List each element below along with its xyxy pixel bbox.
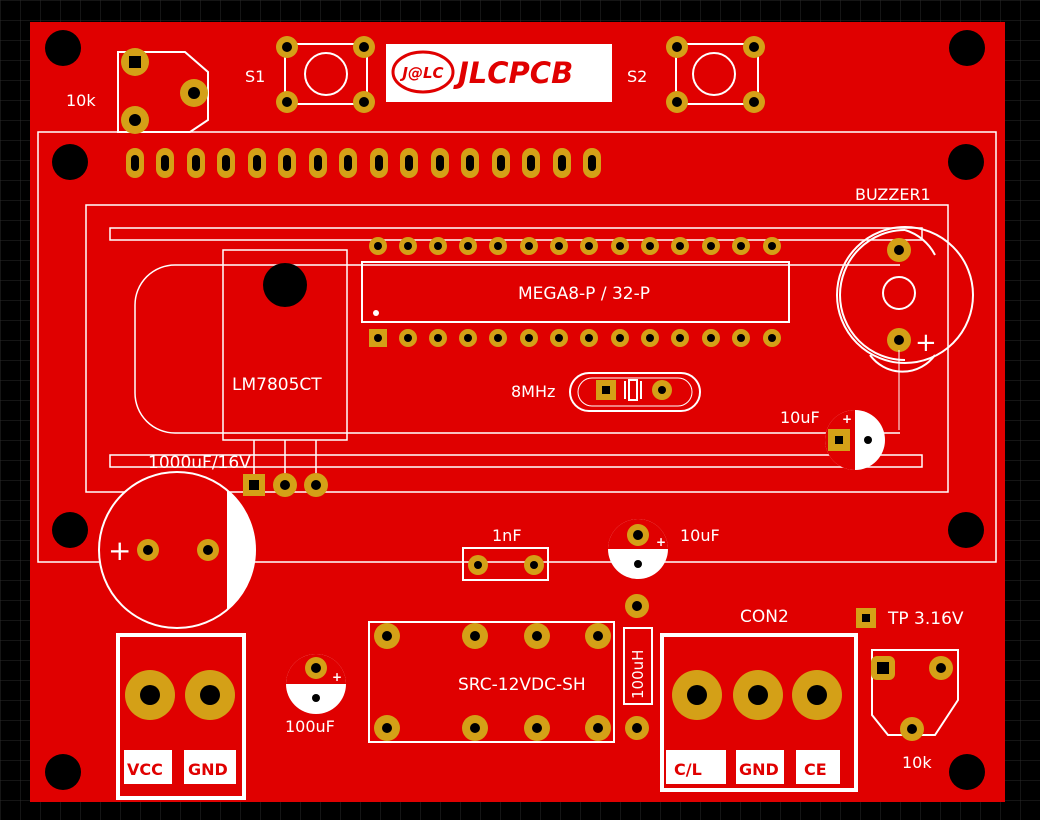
- inductor-label: 100uH: [629, 650, 647, 699]
- mcu-footprint: [361, 261, 790, 323]
- relay-label: SRC-12VDC-SH: [458, 675, 586, 695]
- logo-mark: J@LC: [399, 64, 443, 82]
- switch-s2: [666, 36, 765, 113]
- svg-text:+: +: [656, 535, 666, 549]
- mounting-holes: [45, 30, 985, 790]
- lcd-header-pads: [126, 148, 601, 178]
- relay-footprint: [368, 621, 615, 743]
- logo-text: JLCPCB: [453, 56, 573, 90]
- cap-1nf-label: 1nF: [492, 526, 522, 545]
- switch-s1: [276, 36, 375, 113]
- terminal-gnd-label: GND: [188, 760, 228, 779]
- s2-label: S2: [627, 67, 647, 86]
- test-point: [856, 608, 876, 628]
- buzzer-plus: +: [915, 328, 937, 358]
- terminal-ce-label: CE: [804, 760, 827, 779]
- terminal-cl-label: C/L: [674, 760, 702, 779]
- buzzer-footprint: [836, 226, 974, 430]
- mcu-pins: [369, 237, 781, 347]
- cap-10uf-right-label: 10uF: [780, 408, 820, 427]
- mcu-label: MEGA8-P / 32-P: [518, 284, 650, 304]
- buzzer-label: BUZZER1: [855, 185, 931, 204]
- crystal-footprint: [569, 372, 701, 412]
- regulator-footprint: [222, 249, 348, 497]
- cap-10uf-middle: +: [608, 519, 668, 579]
- cap-100uf-label: 100uF: [285, 717, 335, 736]
- jlcpcb-logo: J@LC JLCPCB: [386, 44, 612, 102]
- con2-terminal-block: [660, 633, 858, 792]
- pot-bottom-label: 10k: [902, 753, 932, 772]
- svg-text:+: +: [332, 670, 342, 684]
- svg-text:+: +: [108, 534, 131, 567]
- regulator-label: LM7805CT: [232, 375, 322, 395]
- tp-label: TP 3.16V: [887, 609, 964, 629]
- terminal-gnd2-label: GND: [739, 760, 779, 779]
- cap-100uf: +: [286, 654, 346, 714]
- svg-text:+: +: [842, 412, 852, 426]
- s1-label: S1: [245, 67, 265, 86]
- potentiometer-top: [117, 48, 209, 134]
- crystal-label: 8MHz: [511, 382, 555, 401]
- potentiometer-bottom: [871, 649, 959, 741]
- cap-10uf-right: +: [825, 410, 885, 470]
- power-terminal-block: [116, 633, 246, 800]
- cap-1000uf-label: 1000uF/16V: [148, 453, 251, 473]
- inductor: 100uH: [623, 594, 653, 740]
- terminal-vcc-label: VCC: [127, 760, 163, 779]
- cap-1nf: [462, 547, 549, 581]
- cap-1000uf: +: [98, 471, 256, 629]
- con2-label: CON2: [740, 607, 789, 627]
- cap-10uf-middle-label: 10uF: [680, 526, 720, 545]
- pot-top-label: 10k: [66, 91, 96, 110]
